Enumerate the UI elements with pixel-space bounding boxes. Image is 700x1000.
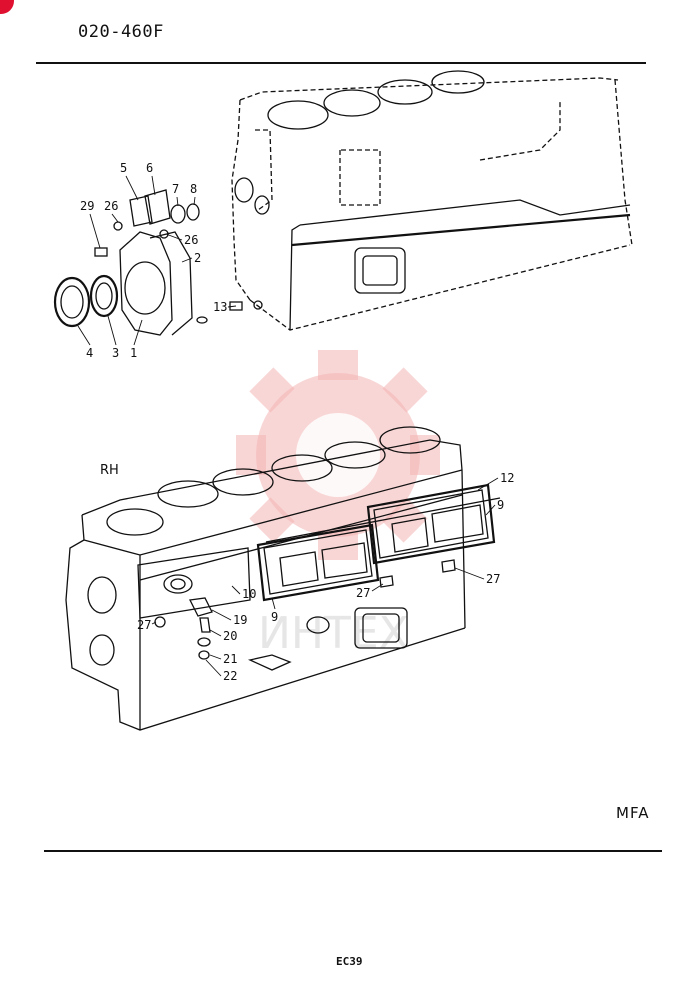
callout-27-right: 27 bbox=[486, 572, 500, 586]
page-number: EC39 bbox=[336, 955, 363, 968]
callout-7: 7 bbox=[172, 182, 179, 196]
bottom-rule bbox=[44, 850, 662, 852]
callout-12: 12 bbox=[500, 471, 514, 485]
callout-5: 5 bbox=[120, 161, 127, 175]
callout-8: 8 bbox=[190, 182, 197, 196]
callout-9-left: 9 bbox=[271, 610, 278, 624]
callout-10: 10 bbox=[242, 587, 256, 601]
callout-2: 2 bbox=[194, 251, 201, 265]
callout-19: 19 bbox=[233, 613, 247, 627]
callout-29: 29 bbox=[80, 199, 94, 213]
callout-27-middle: 27 bbox=[356, 586, 370, 600]
bottom-callouts: 12 9 27 27 10 9 27 19 20 21 22 bbox=[137, 471, 514, 683]
callout-13: 13 bbox=[213, 300, 227, 314]
drawing-code: 020-460F bbox=[78, 22, 164, 42]
model-code: MFA bbox=[616, 804, 650, 822]
top-callouts: 5 6 7 8 29 26 26 2 13 4 3 1 bbox=[77, 161, 237, 360]
block-rear-view bbox=[231, 70, 633, 331]
watermark-gear-icon bbox=[236, 350, 440, 560]
fittings bbox=[154, 559, 456, 660]
watermark-text: ИНТЕХ bbox=[258, 608, 409, 659]
top-rule bbox=[36, 62, 646, 64]
side-covers bbox=[256, 483, 501, 602]
callout-21: 21 bbox=[223, 652, 237, 666]
callout-26-lower: 26 bbox=[184, 233, 198, 247]
callout-1: 1 bbox=[130, 346, 137, 360]
view-label-rh: RH bbox=[100, 463, 119, 478]
callout-26-upper: 26 bbox=[104, 199, 118, 213]
callout-20: 20 bbox=[223, 629, 237, 643]
callout-27-left: 27 bbox=[137, 618, 151, 632]
callout-3: 3 bbox=[112, 346, 119, 360]
callout-4: 4 bbox=[86, 346, 93, 360]
callout-9-right: 9 bbox=[497, 498, 504, 512]
callout-22: 22 bbox=[223, 669, 237, 683]
callout-6: 6 bbox=[146, 161, 153, 175]
